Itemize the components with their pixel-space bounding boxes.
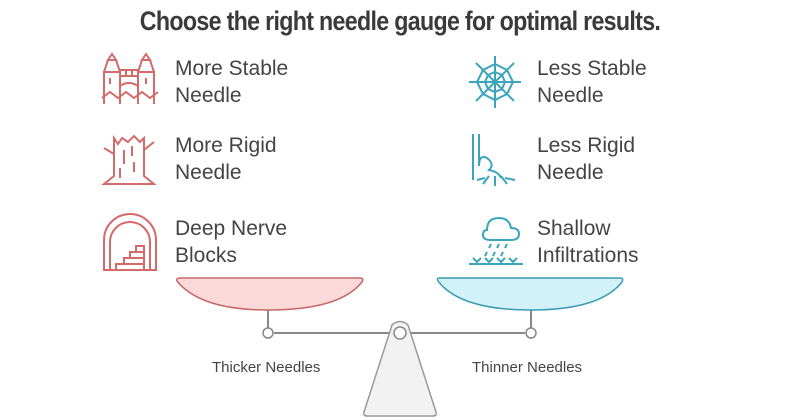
item-label: Needle [537, 84, 604, 107]
item-label: Less Rigid [537, 134, 636, 157]
page-title: Choose the right needle gauge for optima… [139, 6, 661, 36]
left-pan [176, 277, 364, 311]
tower-bridge-icon [101, 52, 159, 104]
fulcrum [363, 320, 437, 417]
item-label: More Rigid [175, 134, 277, 157]
tunnel-stairs-icon [103, 213, 157, 271]
item-label: Needle [537, 161, 604, 184]
item-label: Deep Nerve [175, 217, 288, 240]
item-label: Infiltrations [537, 244, 639, 267]
item-label: Shallow [537, 217, 611, 240]
item-label: Less Stable [537, 57, 647, 80]
right-pan [436, 277, 624, 311]
left-pivot [262, 327, 274, 339]
item-label: Needle [175, 84, 242, 107]
rain-cloud-icon [469, 216, 523, 265]
item-label: More Stable [175, 57, 289, 80]
flexible-strand-icon [472, 134, 516, 186]
right-pivot [525, 327, 537, 339]
item-label: Needle [175, 161, 242, 184]
tree-stump-icon [101, 134, 157, 185]
item-label: Blocks [175, 244, 237, 267]
spider-web-icon [469, 56, 521, 108]
thinner-needles-label: Thinner Needles [472, 359, 583, 376]
fulcrum-pivot [393, 326, 407, 340]
thicker-needles-label: Thicker Needles [212, 359, 321, 376]
